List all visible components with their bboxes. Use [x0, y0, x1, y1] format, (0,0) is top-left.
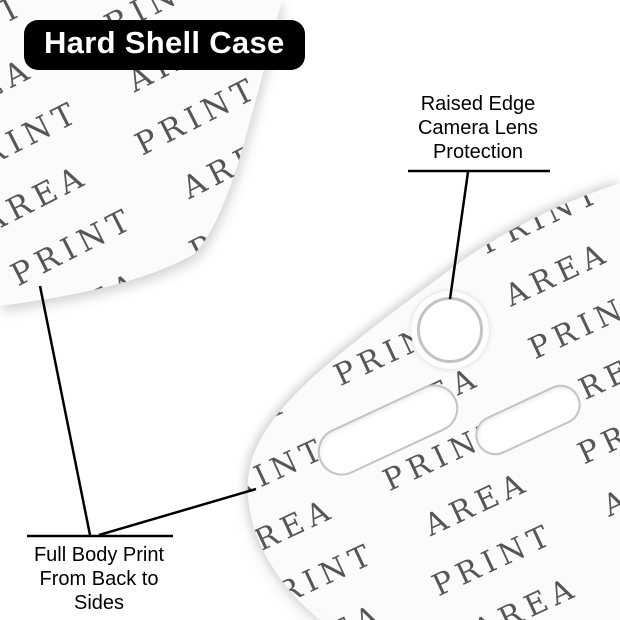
callout-line-camera: [448, 171, 470, 300]
annotation-full-body: Full Body Print From Back to Sides: [20, 543, 178, 615]
pattern-row: PRINT AREA PRINT AREA PRINT AREA PRINT A…: [0, 63, 620, 480]
annotation-camera: Raised Edge Camera Lens Protection: [398, 92, 558, 164]
port-cutout: [469, 378, 587, 462]
print-area-pattern: PRINT AREA PRINT AREA PRINT AREA PRINT A…: [0, 0, 620, 589]
annotation-camera-line3: Protection: [432, 141, 524, 163]
annotation-fullbody-line2: From Back to: [39, 568, 159, 590]
annotation-fullbody-line1: Full Body Print: [33, 544, 165, 566]
page-title: Hard Shell Case: [44, 25, 285, 60]
pattern-row: PRINT AREA PRINT AREA PRINT AREA PRINT A…: [0, 0, 554, 19]
camera-lens-cutout: [417, 297, 483, 363]
title-badge: Hard Shell Case: [24, 20, 305, 70]
pattern-row: PRINT AREA PRINT AREA PRINT AREA PRINT A…: [0, 0, 620, 470]
pattern-row: PRINT AREA PRINT AREA PRINT AREA PRINT A…: [0, 170, 620, 586]
callout-line-fullbody-left: [38, 285, 92, 536]
annotation-fullbody-line3: Sides: [73, 592, 125, 614]
pattern-row: PRINT AREA PRINT AREA PRINT AREA PRINT A…: [45, 279, 620, 590]
pattern-row: PRINT AREA PRINT AREA PRINT AREA PRINT A…: [0, 174, 608, 485]
callout-line-fullbody-right: [98, 487, 257, 537]
pattern-row: PRINT AREA PRINT AREA PRINT AREA PRINT A…: [196, 459, 620, 620]
pattern-row: PRINT AREA PRINT AREA PRINT AREA PRINT A…: [245, 564, 620, 620]
pattern-row: PRINT AREA PRINT AREA PRINT AREA PRINT A…: [147, 354, 620, 620]
annotation-camera-line1: Raised Edge: [420, 93, 536, 115]
annotation-camera-line2: Camera Lens: [417, 117, 539, 139]
camera-bar-cutout: [310, 377, 466, 484]
